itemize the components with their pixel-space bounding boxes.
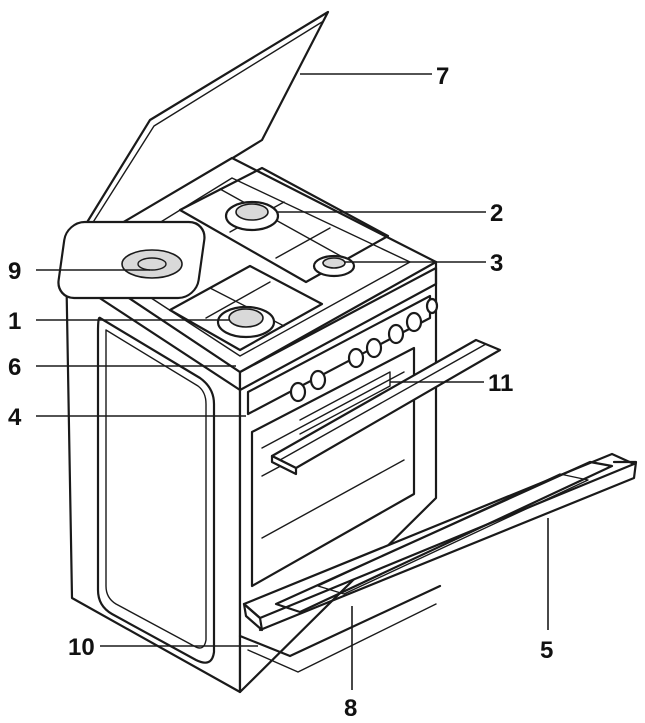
- gas-burner-large: [224, 200, 280, 232]
- callout-3: 3: [490, 250, 503, 277]
- callout-8: 8: [344, 695, 357, 722]
- oven-door-open: [242, 452, 638, 632]
- callout-5: 5: [540, 637, 553, 664]
- callout-2: 2: [490, 200, 503, 227]
- callout-9: 9: [8, 258, 21, 285]
- callout-6: 6: [8, 354, 21, 381]
- callout-1: 1: [8, 308, 21, 335]
- callout-10: 10: [68, 634, 95, 661]
- leader-lines: [36, 73, 549, 690]
- callout-7: 7: [436, 63, 449, 90]
- callout-11: 11: [488, 370, 513, 397]
- gas-burner-front: [216, 305, 276, 339]
- callout-labels: 7 2 3 9 1 6 11 4 10 5 8: [8, 63, 553, 722]
- callout-4: 4: [8, 404, 22, 431]
- electric-hotplate: [57, 220, 206, 300]
- control-panel: [246, 294, 439, 416]
- oven-tray: [270, 338, 502, 476]
- storage-drawer: [238, 584, 442, 673]
- gas-burner-small: [312, 254, 356, 278]
